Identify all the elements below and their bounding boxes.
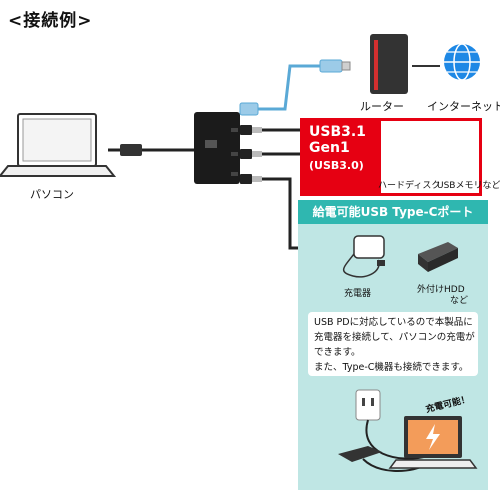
panel-illustrations xyxy=(338,235,478,472)
router-icon xyxy=(370,34,408,94)
hub-adapter-icon xyxy=(194,112,240,184)
pc-label: パソコン xyxy=(30,188,74,201)
usb-spec-line1: USB3.1 xyxy=(309,124,366,140)
charger-label: 充電器 xyxy=(344,289,372,299)
usb-a-cables xyxy=(240,125,300,159)
notice-line-2: 充電器を接続して、パソコンの充電が xyxy=(314,332,475,343)
laptop-icon xyxy=(0,113,117,177)
globe-icon xyxy=(444,43,480,81)
charger-icon xyxy=(343,235,385,278)
usb-spec-badge: USB3.1 Gen1 (USB3.0) xyxy=(303,121,381,193)
notice-line-4: また、Type-C機器も接続できます。 xyxy=(314,362,469,373)
router-label: ルーター xyxy=(360,100,404,113)
hdd-label: ハードディスク xyxy=(378,181,441,191)
notice-line-3: できます。 xyxy=(314,347,361,358)
external-hdd-label-2: など xyxy=(450,296,469,306)
usb-memory-label: USBメモリなど xyxy=(437,181,500,191)
lightning-icon xyxy=(426,424,440,450)
lan-cable xyxy=(239,59,351,116)
external-hdd-label: 外付けHDD xyxy=(417,285,465,295)
panel-heading: 給電可能USB Type-Cポート xyxy=(298,200,488,224)
notice-box: USB PDに対応しているので本製品に 充電器を接続して、パソコンの充電が でき… xyxy=(308,312,478,376)
notice-line-1: USB PDに対応しているので本製品に xyxy=(314,317,473,328)
usb-spec-line2: Gen1 xyxy=(309,140,350,156)
internet-label: インターネット xyxy=(427,100,500,113)
external-hdd-icon xyxy=(418,242,458,272)
power-outlet-icon xyxy=(355,389,381,421)
usb-c-cable xyxy=(240,174,298,250)
page-title: <接続例> xyxy=(8,11,93,31)
usb-spec-line3: (USB3.0) xyxy=(309,159,364,172)
